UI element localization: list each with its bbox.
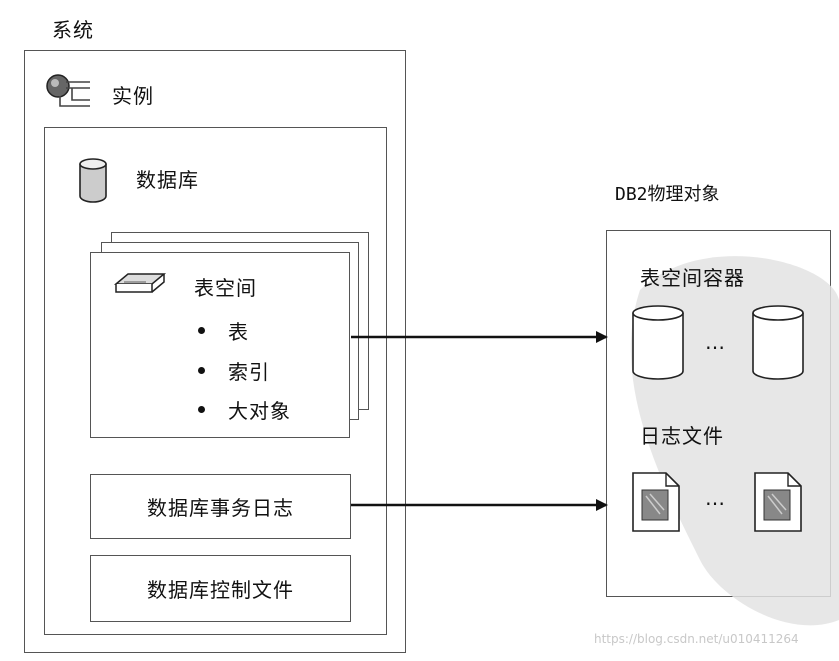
db-ctrl-file-box [90,555,351,622]
log-files-ellipsis: … [705,486,726,510]
log-file-icon [632,472,680,532]
tablespace-icon [113,273,167,293]
system-title: 系统 [52,18,94,42]
watermark-url: https://blog.csdn.net/u010411264 [594,632,799,646]
tablespace-item-lob: 大对象 [228,399,291,423]
containers-label: 表空间容器 [640,266,745,290]
tablespace-item-table: 表 [228,320,249,344]
db-ctrl-file-label: 数据库控制文件 [147,578,294,602]
database-cylinder-icon [79,158,107,203]
tablespace-label: 表空间 [194,276,257,300]
container-cylinder-icon [752,305,804,380]
bullet [198,327,205,334]
instance-icon [46,74,90,107]
physical-title: DB2物理对象 [615,184,720,205]
tablespace-item-index: 索引 [228,360,270,384]
database-label: 数据库 [136,168,199,192]
db-txn-log-box [90,474,351,539]
instance-label: 实例 [112,84,154,108]
log-files-label: 日志文件 [640,424,724,448]
containers-ellipsis: … [705,330,726,354]
container-cylinder-icon [632,305,684,380]
bullet [198,367,205,374]
db-txn-log-label: 数据库事务日志 [147,496,294,520]
bullet [198,406,205,413]
log-file-icon [754,472,802,532]
